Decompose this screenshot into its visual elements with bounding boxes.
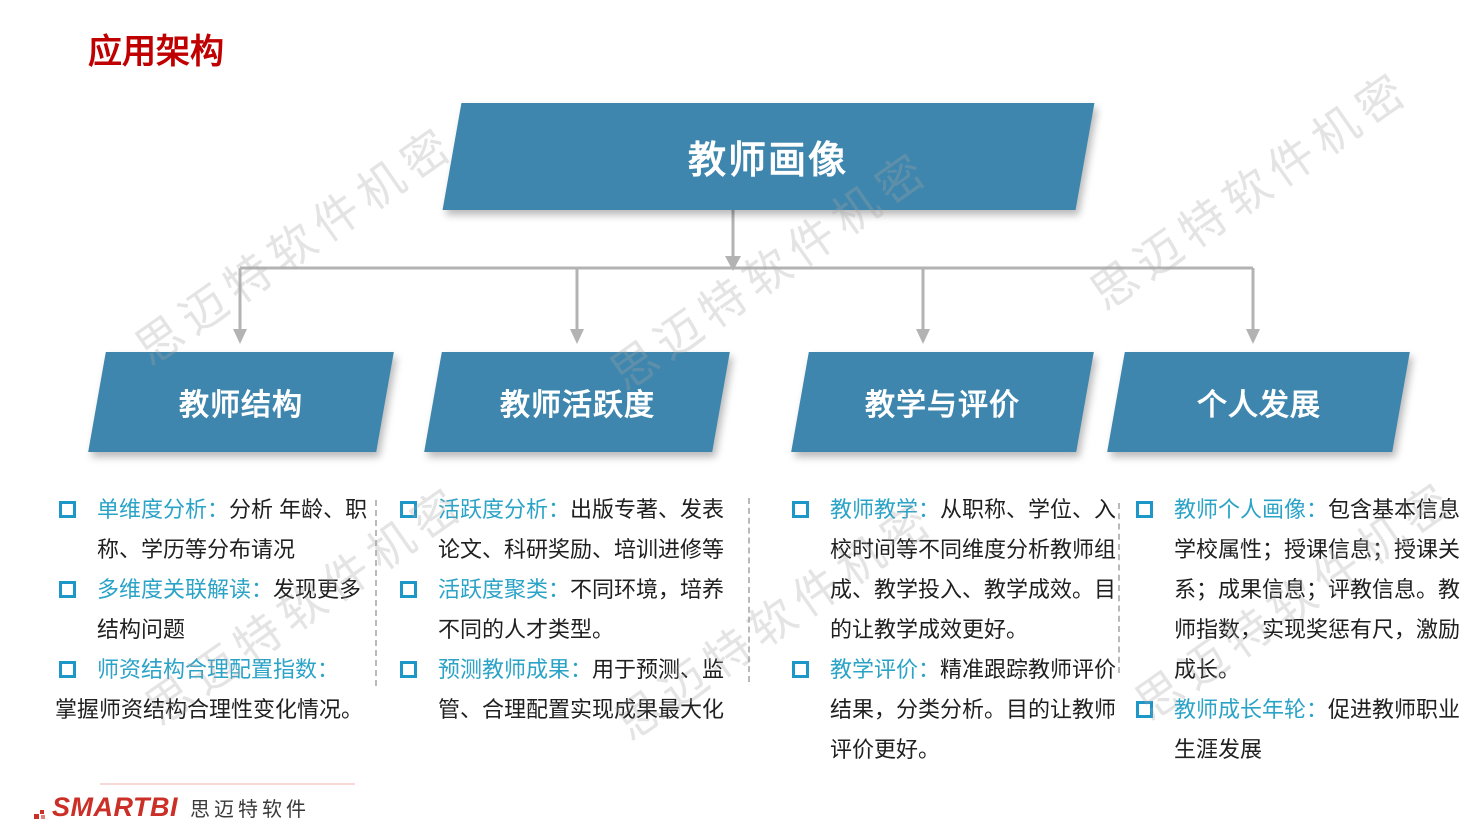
branch-node-teacher-activity: 教师活跃度 [424,352,730,452]
page-title: 应用架构 [88,33,224,71]
bullet-column-personal-development: 教师个人画像：包含基本信息学校属性；授课信息；授课关系；成果信息；评教信息。教师… [1132,490,1466,770]
footer-logo: SMARTBI 思迈特软件 [34,792,310,823]
smartbi-logo-dots-icon [34,809,45,819]
branch-node-teacher-structure: 教师结构 [88,352,394,452]
square-bullet-icon [792,501,809,518]
square-bullet-icon [792,661,809,678]
bullet-lead: 多维度关联解读： [97,577,274,602]
bullet-lead: 教师成长年轮： [1174,697,1329,722]
bullet-lead: 师资结构合理配置指数： [97,657,340,682]
bullet-item: 活跃度分析：出版专著、发表论文、科研奖励、培训进修等 [396,490,744,570]
watermark: 思迈特软件机密 [125,115,466,376]
bullet-item: 教师成长年轮：促进教师职业生涯发展 [1132,690,1466,770]
bullet-item: 单维度分析：分析 年龄、职称、学历等分布请况 [55,490,377,570]
branch-node-personal-development: 个人发展 [1107,352,1410,452]
bullet-body: 精准跟踪教师评价结果，分类分析。目的让教师评价更好。 [830,657,1117,762]
branch-node-teaching-evaluation: 教学与评价 [791,352,1094,452]
square-bullet-icon [400,501,417,518]
square-bullet-icon [59,581,76,598]
square-bullet-icon [59,661,76,678]
square-bullet-icon [400,661,417,678]
bullet-item: 教师教学：从职称、学位、入校时间等不同维度分析教师组成、教学投入、教学成效。目的… [788,490,1119,650]
bullet-item: 多维度关联解读：发现更多结构问题 [55,570,377,650]
bullet-column-teacher-structure: 单维度分析：分析 年龄、职称、学历等分布请况 多维度关联解读：发现更多结构问题 … [55,490,377,730]
bullet-lead: 教学评价： [830,657,941,682]
branch-label: 教学与评价 [865,389,1020,422]
square-bullet-icon [1136,701,1153,718]
bullet-lead: 单维度分析： [97,497,230,522]
bullet-column-teacher-activity: 活跃度分析：出版专著、发表论文、科研奖励、培训进修等 活跃度聚类：不同环境，培养… [396,490,744,730]
column-divider [375,500,377,686]
bullet-item: 教学评价：精准跟踪教师评价结果，分类分析。目的让教师评价更好。 [788,650,1119,770]
square-bullet-icon [1136,501,1153,518]
bullet-column-teaching-evaluation: 教师教学：从职称、学位、入校时间等不同维度分析教师组成、教学投入、教学成效。目的… [788,490,1119,770]
bullet-item: 师资结构合理配置指数： 掌握师资结构合理性变化情况。 [55,650,377,730]
bullet-body: 出版专著、发表论文、科研奖励、培训进修等 [438,497,725,562]
watermark: 思迈特软件机密 [1080,60,1421,321]
bullet-lead: 教师个人画像： [1174,497,1329,522]
bullet-body: 发现更多结构问题 [97,577,362,642]
branch-label: 个人发展 [1196,389,1321,422]
square-bullet-icon [59,501,76,518]
column-divider [1118,503,1120,673]
root-node-teacher-portrait: 教师画像 [442,103,1095,210]
branch-label: 教师活跃度 [499,389,655,422]
footer-accent-line [100,783,355,785]
branch-label: 教师结构 [179,389,303,422]
root-node-label: 教师画像 [688,140,849,182]
bullet-lead: 活跃度分析： [438,497,571,522]
square-bullet-icon [400,581,417,598]
bullet-lead: 活跃度聚类： [438,577,571,602]
bullet-lead: 教师教学： [830,497,941,522]
bullet-item: 活跃度聚类：不同环境，培养不同的人才类型。 [396,570,744,650]
bullet-body: 促进教师职业生涯发展 [1174,697,1461,762]
bullet-body: 掌握师资结构合理性变化情况。 [55,697,364,722]
column-divider [748,498,750,682]
bullet-body: 用于预测、监管、合理配置实现成果最大化 [438,657,725,722]
bullet-item: 预测教师成果：用于预测、监管、合理配置实现成果最大化 [396,650,744,730]
company-name: 思迈特软件 [190,799,311,821]
bullet-item: 教师个人画像：包含基本信息学校属性；授课信息；授课关系；成果信息；评教信息。教师… [1132,490,1466,690]
bullet-body: 包含基本信息学校属性；授课信息；授课关系；成果信息；评教信息。教师指数，实现奖惩… [1174,497,1461,682]
bullet-body: 不同环境，培养不同的人才类型。 [438,577,725,642]
bullet-body: 分析 年龄、职称、学历等分布请况 [97,497,368,562]
brand-name: SMARTBI [52,792,179,822]
bullet-lead: 预测教师成果： [438,657,593,682]
bullet-body: 从职称、学位、入校时间等不同维度分析教师组成、教学投入、教学成效。目的让教学成效… [830,497,1117,642]
